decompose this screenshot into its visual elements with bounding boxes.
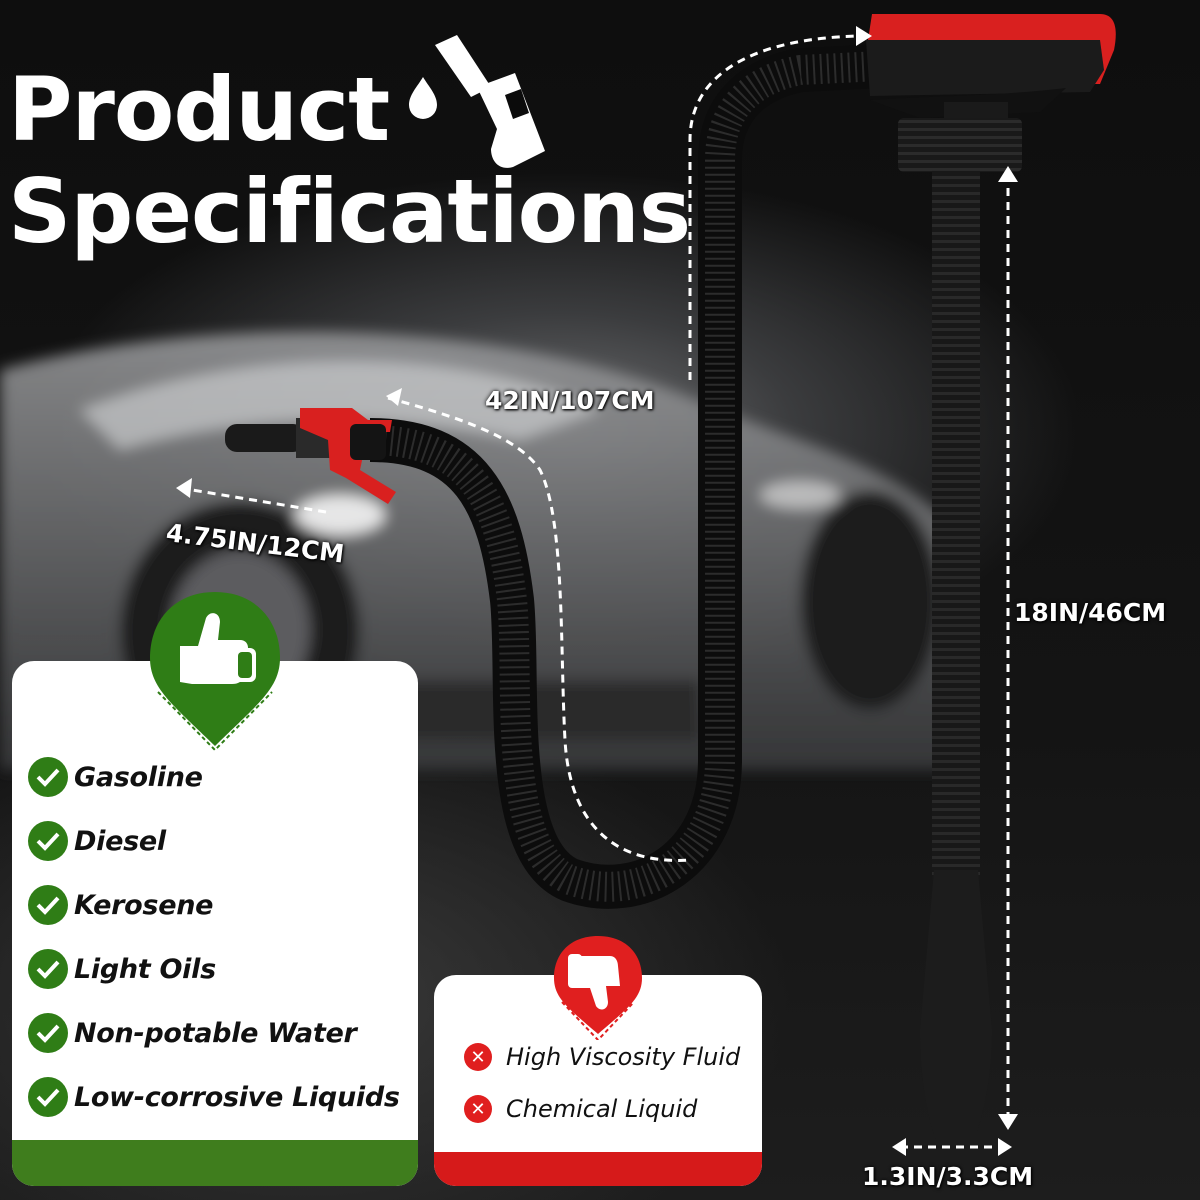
suitable-item-label: Kerosene bbox=[74, 889, 214, 921]
x-icon: ✕ bbox=[464, 1095, 492, 1123]
fuel-nozzle-icon bbox=[409, 35, 545, 168]
list-item: ✕ High Viscosity Fluid bbox=[464, 1043, 740, 1071]
suitable-item-label: Non-potable Water bbox=[74, 1017, 357, 1049]
suitable-item-label: Diesel bbox=[74, 825, 166, 857]
suitable-item-label: Low-corrosive Liquids bbox=[74, 1081, 400, 1113]
check-icon bbox=[28, 1077, 68, 1117]
hose-length-label: 42IN/107CM bbox=[485, 386, 655, 415]
list-item: Kerosene bbox=[28, 885, 213, 925]
check-icon bbox=[28, 821, 68, 861]
unsuitable-item-label: High Viscosity Fluid bbox=[506, 1043, 741, 1071]
list-item: Non-potable Water bbox=[28, 1013, 357, 1053]
thumbs-down-icon bbox=[554, 936, 642, 1040]
thumbs-up-icon bbox=[150, 592, 280, 752]
page-title-line2: Specifications bbox=[8, 160, 691, 263]
panel-stripe bbox=[434, 1152, 762, 1186]
check-icon bbox=[28, 885, 68, 925]
list-item: Gasoline bbox=[28, 757, 203, 797]
check-icon bbox=[28, 1013, 68, 1053]
suitable-liquids-panel: Gasoline Diesel Kerosene Light Oils Non-… bbox=[12, 661, 418, 1186]
unsuitable-item-label: Chemical Liquid bbox=[506, 1095, 698, 1123]
suitable-item-label: Gasoline bbox=[74, 761, 203, 793]
check-icon bbox=[28, 949, 68, 989]
page-title-line1: Product bbox=[8, 58, 390, 161]
suitable-item-label: Light Oils bbox=[74, 953, 216, 985]
list-item: Low-corrosive Liquids bbox=[28, 1077, 400, 1117]
tube-length-label: 18IN/46CM bbox=[1014, 598, 1167, 627]
list-item: Diesel bbox=[28, 821, 166, 861]
list-item: Light Oils bbox=[28, 949, 216, 989]
tube-diameter-label: 1.3IN/3.3CM bbox=[862, 1162, 1034, 1191]
panel-stripe bbox=[12, 1140, 418, 1186]
x-icon: ✕ bbox=[464, 1043, 492, 1071]
check-icon bbox=[28, 757, 68, 797]
list-item: ✕ Chemical Liquid bbox=[464, 1095, 697, 1123]
